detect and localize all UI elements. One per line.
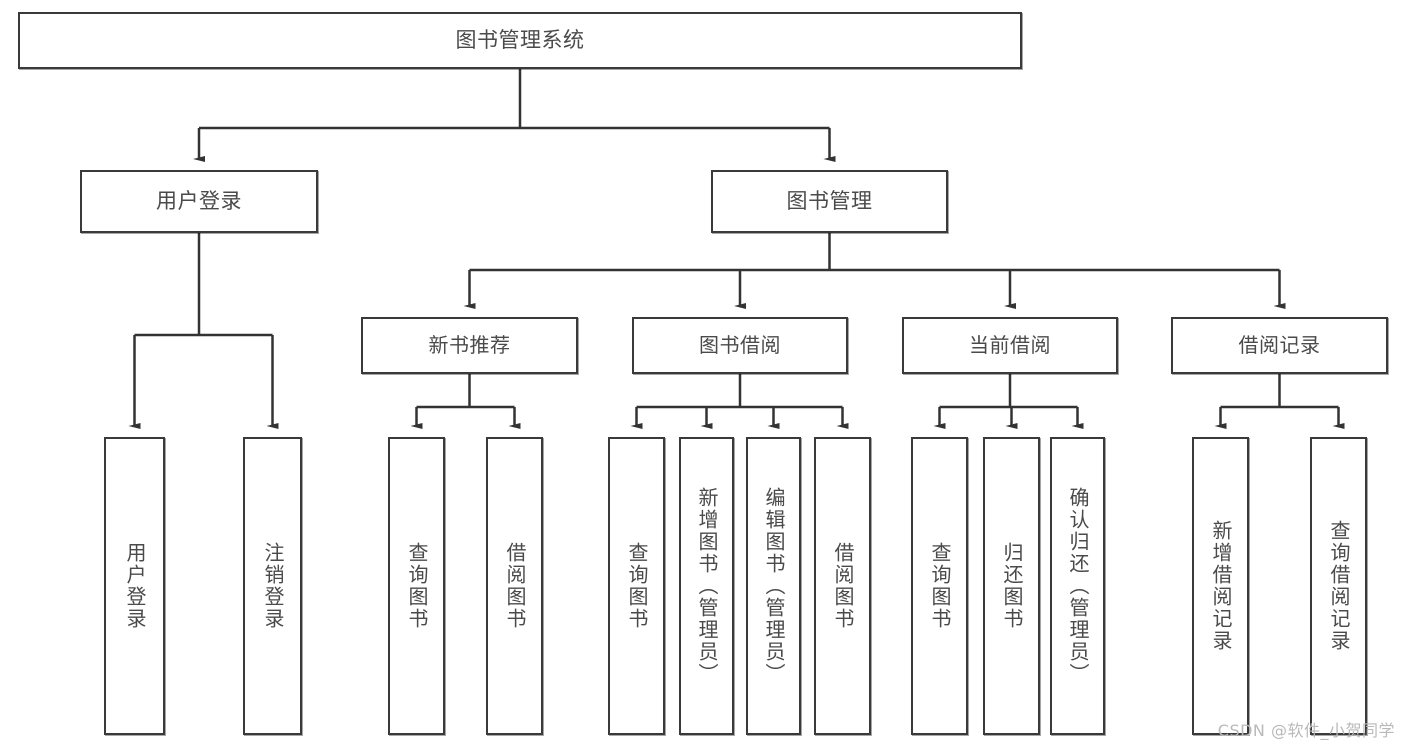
node-leaf-return-book[interactable]: 归还图书 — [983, 437, 1040, 735]
node-book-manage[interactable]: 图书管理 — [711, 170, 948, 233]
node-book-borrow-label: 图书借阅 — [699, 333, 781, 357]
node-leaf-edit-book[interactable]: 编辑图书（管理员） — [746, 437, 801, 735]
node-leaf-confirm-return-label: 确认归还（管理员） — [1066, 487, 1090, 685]
node-current-borrow[interactable]: 当前借阅 — [902, 317, 1118, 374]
node-borrow-record[interactable]: 借阅记录 — [1171, 317, 1388, 374]
node-current-borrow-label: 当前借阅 — [969, 333, 1051, 357]
node-leaf-query-record-label: 查询借阅记录 — [1327, 520, 1351, 652]
node-leaf-borrow-book-1[interactable]: 借阅图书 — [486, 437, 543, 735]
node-leaf-borrow-book-1-label: 借阅图书 — [503, 542, 527, 630]
node-leaf-query-book-1-label: 查询图书 — [405, 542, 429, 630]
node-leaf-add-book-label: 新增图书（管理员） — [695, 487, 719, 685]
csdn-watermark: CSDN @软件_小贺同学 — [1217, 721, 1395, 740]
node-new-book-recommend-label: 新书推荐 — [428, 333, 511, 357]
edge-group — [128, 69, 1345, 429]
node-leaf-logout-login-label: 注销登录 — [261, 542, 285, 630]
node-user-login[interactable]: 用户登录 — [80, 170, 318, 233]
node-leaf-query-book-2[interactable]: 查询图书 — [608, 437, 665, 735]
node-book-manage-label: 图书管理 — [786, 189, 873, 214]
node-leaf-add-record[interactable]: 新增借阅记录 — [1192, 437, 1249, 735]
node-root[interactable]: 图书管理系统 — [18, 12, 1022, 69]
node-leaf-logout-login[interactable]: 注销登录 — [243, 437, 302, 735]
node-user-login-label: 用户登录 — [156, 189, 242, 214]
node-leaf-query-book-1[interactable]: 查询图书 — [388, 437, 445, 735]
node-leaf-confirm-return[interactable]: 确认归还（管理员） — [1050, 437, 1105, 735]
node-leaf-query-book-2-label: 查询图书 — [625, 542, 649, 630]
node-leaf-user-login[interactable]: 用户登录 — [104, 437, 165, 735]
node-leaf-borrow-book-2-label: 借阅图书 — [831, 542, 855, 630]
node-root-label: 图书管理系统 — [455, 28, 585, 53]
node-leaf-query-book-3-label: 查询图书 — [928, 542, 952, 630]
node-leaf-add-record-label: 新增借阅记录 — [1209, 520, 1233, 652]
node-leaf-borrow-book-2[interactable]: 借阅图书 — [814, 437, 871, 735]
node-leaf-edit-book-label: 编辑图书（管理员） — [762, 487, 786, 685]
node-leaf-user-login-label: 用户登录 — [123, 542, 147, 630]
node-leaf-query-record[interactable]: 查询借阅记录 — [1310, 437, 1367, 735]
node-borrow-record-label: 借阅记录 — [1238, 333, 1321, 357]
node-book-borrow[interactable]: 图书借阅 — [632, 317, 848, 374]
node-new-book-recommend[interactable]: 新书推荐 — [361, 317, 578, 374]
node-leaf-add-book[interactable]: 新增图书（管理员） — [679, 437, 734, 735]
node-leaf-return-book-label: 归还图书 — [1000, 542, 1024, 630]
node-leaf-query-book-3[interactable]: 查询图书 — [911, 437, 968, 735]
